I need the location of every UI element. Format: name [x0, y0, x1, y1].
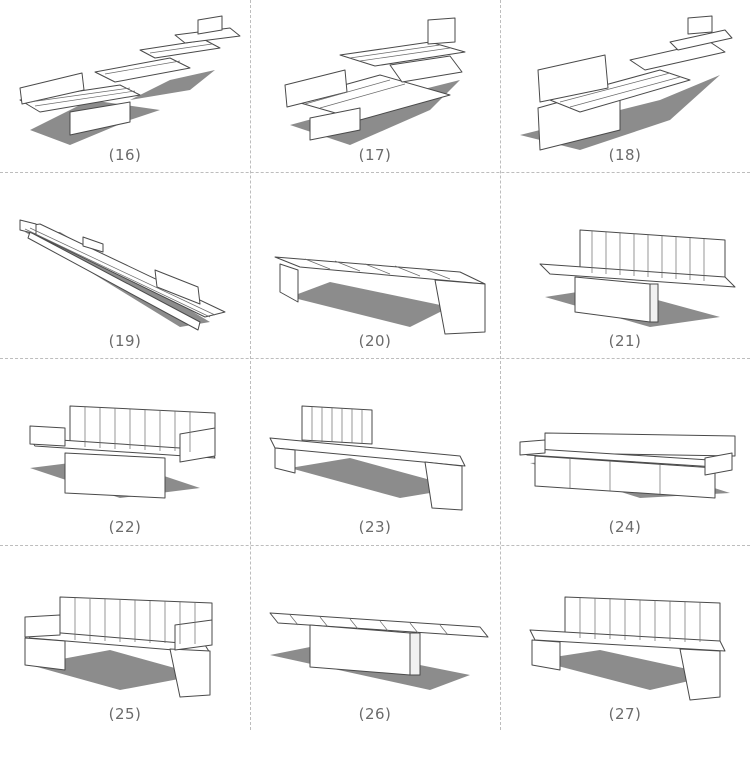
bench-with-backrest-and-armrests-icon: [24, 596, 213, 698]
figure-label: (22): [108, 518, 142, 536]
stepped-bench-with-backrests-icon: [520, 15, 733, 151]
figure-label: (16): [108, 146, 142, 164]
bench-with-partial-backrest-icon: [269, 405, 466, 511]
figure-label: (26): [358, 705, 392, 723]
figure-17: (17): [250, 0, 500, 172]
column-divider: [500, 0, 501, 730]
figure-16: (16): [0, 0, 250, 172]
figure-22: (22): [0, 358, 250, 545]
figure-label: (18): [608, 146, 642, 164]
slatted-bench-with-backrest-icon: [539, 229, 736, 327]
figure-26: (26): [250, 545, 500, 763]
row-divider: [0, 358, 750, 359]
figure-label: (20): [358, 332, 392, 350]
slatted-bench-with-backrest-icon: [529, 596, 726, 701]
figure-label: (24): [608, 518, 642, 536]
long-bench-with-low-backrest-icon: [519, 432, 736, 499]
bench-with-backrest-and-armrests-icon: [29, 405, 216, 499]
figure-label: (27): [608, 705, 642, 723]
figure-label: (23): [358, 518, 392, 536]
figure-18: (18): [500, 0, 750, 172]
backless-slatted-bench-icon: [274, 256, 486, 335]
figure-23: (23): [250, 358, 500, 545]
multi-level-bench-with-backrests-icon: [19, 15, 241, 145]
figure-label: (21): [608, 332, 642, 350]
figure-21: (21): [500, 172, 750, 358]
l-shaped-bench-with-backrests-icon: [284, 17, 466, 145]
figure-25: (25): [0, 545, 250, 763]
figure-24: (24): [500, 358, 750, 545]
figure-label: (19): [108, 332, 142, 350]
figure-27: (27): [500, 545, 750, 763]
row-divider: [0, 172, 750, 173]
figure-20: (20): [250, 172, 500, 358]
figure-19: (19): [0, 172, 250, 358]
backless-slatted-bench-icon: [269, 612, 489, 690]
row-divider: [0, 545, 750, 546]
figure-label: (17): [358, 146, 392, 164]
column-divider: [250, 0, 251, 730]
long-linear-bench-icon: [19, 219, 226, 331]
figure-label: (25): [108, 705, 142, 723]
